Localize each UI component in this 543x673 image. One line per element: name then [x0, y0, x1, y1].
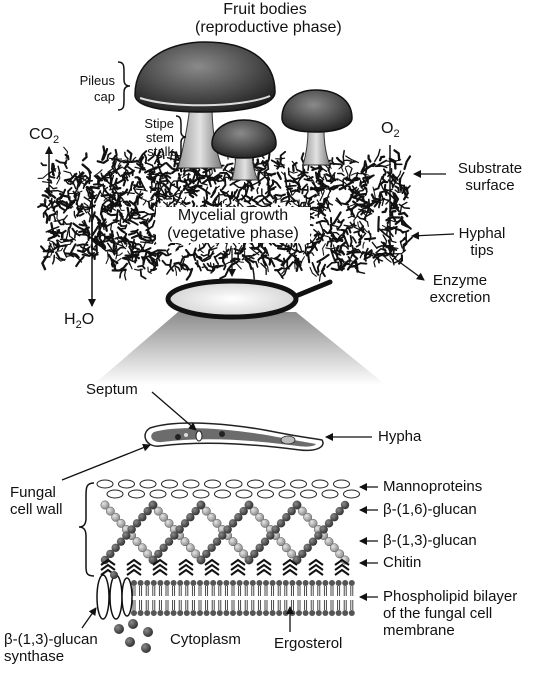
- enzyme-excretion-label: Enzyme excretion: [429, 272, 491, 306]
- glucan-synthase: [96, 571, 153, 653]
- enzyme-arrow: [393, 257, 425, 281]
- mushroom-large: [134, 41, 276, 169]
- mannoproteins-label: Mannoproteins: [383, 478, 483, 495]
- magnifying-glass-icon: [165, 278, 333, 320]
- fungal-cell-wall-arrow: [61, 443, 151, 481]
- septum-arrow: [151, 391, 197, 431]
- chitin-label: Chitin: [383, 554, 422, 571]
- o2-label: O2: [381, 120, 400, 140]
- mannoproteins-layer: [96, 479, 360, 499]
- hyphal-tips-arrow: [411, 231, 455, 240]
- pileus-cap-label: Pileus cap: [79, 73, 115, 104]
- septum-label: Septum: [86, 381, 138, 398]
- mycelial-growth-label: Mycelial growth (vegetative phase): [156, 207, 310, 243]
- beta16-label: β-(1,6)-glucan: [383, 501, 477, 518]
- synthase-arrow: [81, 607, 97, 629]
- co2-label: CO2: [29, 126, 60, 146]
- ergosterol-label: Ergosterol: [274, 635, 343, 652]
- magnifier-beam: [93, 312, 386, 385]
- phospholipid-label: Phospholipid bilayer of the fungal cell …: [383, 588, 518, 639]
- mushroom-small: [211, 119, 277, 181]
- fruit-bodies-label: Fruit bodies (reproductive phase): [195, 1, 342, 36]
- stipe-stem-stalk-label: Stipe stem stalk: [144, 116, 174, 159]
- stipe-brace: [175, 115, 187, 161]
- cell-wall-brace: [78, 482, 95, 577]
- pileus-brace: [117, 61, 131, 111]
- synthase-label: β-(1,3)-glucan synthase: [4, 631, 98, 665]
- chitin-layer: [100, 558, 350, 576]
- beta-1-3-glucan-layer: [100, 500, 350, 565]
- phospholipid-bilayer: [131, 580, 355, 616]
- cytoplasm-label: Cytoplasm: [170, 631, 241, 648]
- hyphal-tips-label: Hyphal tips: [458, 225, 506, 259]
- substrate-surface-label: Substrate surface: [457, 160, 523, 194]
- hypha-label: Hypha: [378, 428, 422, 445]
- beta13-label: β-(1,3)-glucan: [383, 532, 477, 549]
- fungal-cell-wall-label: Fungal cell wall: [10, 484, 63, 518]
- h2o-label: H2O: [64, 311, 95, 331]
- mushroom-right: [281, 89, 353, 166]
- hypha: [144, 422, 324, 452]
